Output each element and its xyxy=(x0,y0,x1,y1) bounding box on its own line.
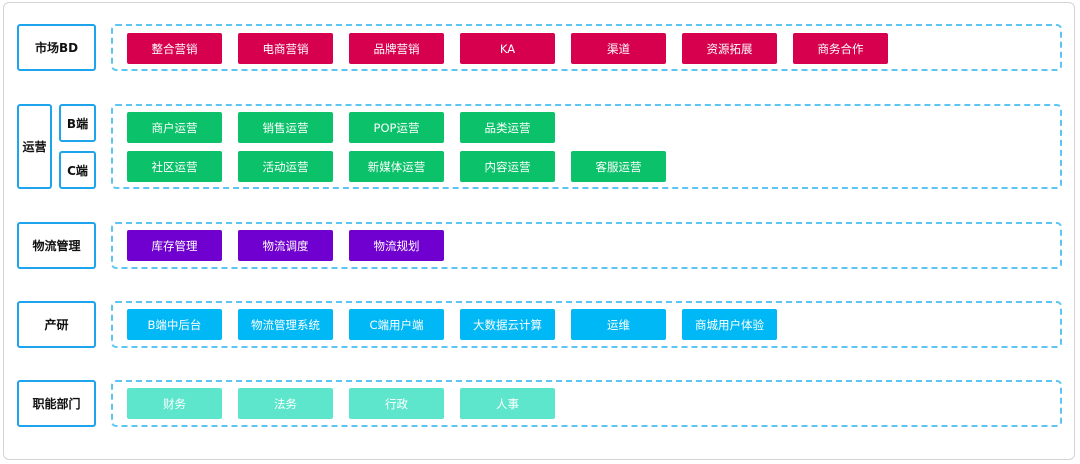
ops-c-item-customer-service-operations: 客服运营 xyxy=(571,151,666,182)
functional-item-administration: 行政 xyxy=(349,388,444,419)
market-item-integrated-marketing: 整合营销 xyxy=(127,33,222,64)
rnd-item-mall-user-experience: 商城用户体验 xyxy=(682,309,777,340)
logistics-group xyxy=(111,222,1062,269)
ops-c-item-content-operations: 内容运营 xyxy=(460,151,555,182)
rnd-item-big-data-cloud: 大数据云计算 xyxy=(460,309,555,340)
logistics-item-planning: 物流规划 xyxy=(349,230,444,261)
rnd-item-b-side-backend: B端中后台 xyxy=(127,309,222,340)
operations-group xyxy=(111,104,1062,189)
logistics-item-dispatch: 物流调度 xyxy=(238,230,333,261)
row-label-operations: 运营 xyxy=(17,104,52,189)
functional-item-finance: 财务 xyxy=(127,388,222,419)
functional-item-hr: 人事 xyxy=(460,388,555,419)
ops-c-item-community-operations: 社区运营 xyxy=(127,151,222,182)
market-item-ka: KA xyxy=(460,33,555,64)
ops-b-item-pop-operations: POP运营 xyxy=(349,112,444,143)
ops-b-item-category-operations: 品类运营 xyxy=(460,112,555,143)
ops-c-item-event-operations: 活动运营 xyxy=(238,151,333,182)
logistics-item-inventory: 库存管理 xyxy=(127,230,222,261)
rnd-item-c-side-user-app: C端用户端 xyxy=(349,309,444,340)
market-item-resource-expansion: 资源拓展 xyxy=(682,33,777,64)
ops-c-item-new-media-operations: 新媒体运营 xyxy=(349,151,444,182)
row-label-logistics: 物流管理 xyxy=(17,222,96,269)
row-label-product-rnd: 产研 xyxy=(17,301,96,348)
market-item-business-cooperation: 商务合作 xyxy=(793,33,888,64)
functional-item-legal: 法务 xyxy=(238,388,333,419)
market-item-brand-marketing: 品牌营销 xyxy=(349,33,444,64)
rnd-item-devops: 运维 xyxy=(571,309,666,340)
ops-b-item-sales-operations: 销售运营 xyxy=(238,112,333,143)
row-label-functional-departments: 职能部门 xyxy=(17,380,96,427)
sublabel-c-side: C端 xyxy=(59,151,96,189)
rnd-item-logistics-system: 物流管理系统 xyxy=(238,309,333,340)
product-rnd-group xyxy=(111,301,1062,348)
functional-departments-group xyxy=(111,380,1062,427)
market-item-ecommerce-marketing: 电商营销 xyxy=(238,33,333,64)
market-item-channel: 渠道 xyxy=(571,33,666,64)
ops-b-item-merchant-operations: 商户运营 xyxy=(127,112,222,143)
row-label-market-bd: 市场BD xyxy=(17,24,96,71)
sublabel-b-side: B端 xyxy=(59,104,96,142)
market-bd-group xyxy=(111,24,1062,71)
